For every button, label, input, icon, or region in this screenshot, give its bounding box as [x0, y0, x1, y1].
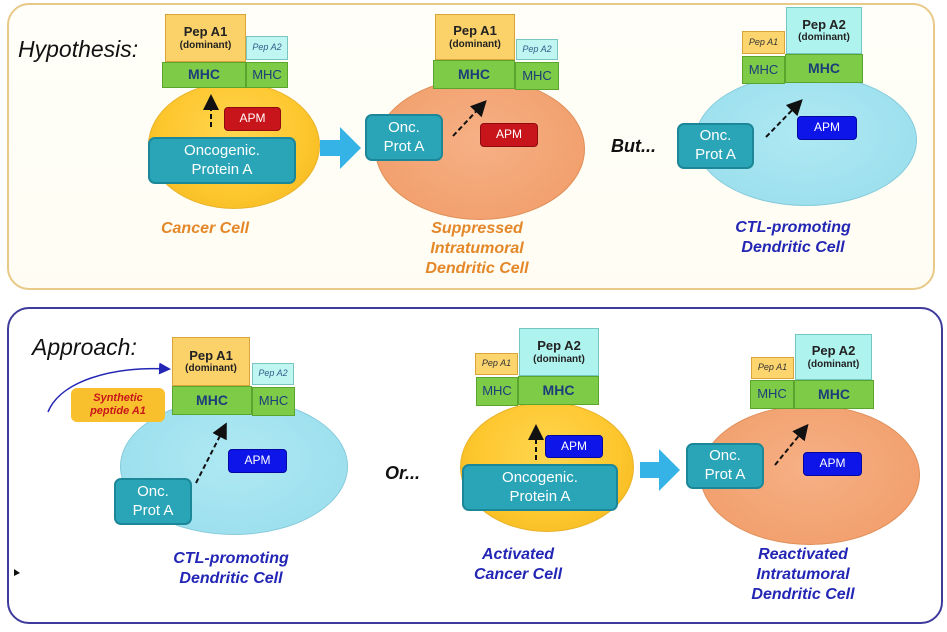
pep-a1-dominant: Pep A1 (dominant) [435, 14, 515, 60]
pep-a1-minor: Pep A1 [742, 31, 785, 54]
oncogenic-protein-box: Oncogenic. Protein A [462, 464, 618, 511]
mhc-main: MHC [794, 380, 874, 409]
pep-a2-dominant: Pep A2 (dominant) [795, 334, 872, 380]
peptide-dominance: (dominant) [179, 39, 232, 51]
mhc-side: MHC [476, 377, 518, 406]
apm-badge: APM [797, 116, 857, 140]
pep-a2-minor: Pep A2 [516, 39, 558, 60]
peptide-name: Pep A2 [811, 343, 856, 359]
pep-a2-dominant: Pep A2 (dominant) [786, 7, 862, 54]
onc-prot-box: Onc. Prot A [114, 478, 192, 525]
mhc-side: MHC [252, 387, 295, 416]
pep-a1-dominant: Pep A1 (dominant) [172, 337, 250, 386]
mhc-side: MHC [750, 380, 794, 409]
peptide-dominance: (dominant) [533, 353, 585, 365]
suppressed-dc-caption: Suppressed Intratumoral Dendritic Cell [425, 220, 529, 277]
or-connector: Or... [385, 463, 421, 483]
apm-badge: APM [480, 123, 538, 147]
mhc-main: MHC [518, 376, 599, 405]
apm-badge: APM [545, 435, 603, 458]
mhc-side: MHC [742, 56, 785, 84]
mhc-main: MHC [785, 54, 863, 83]
ctl-dc-caption: CTL-promoting Dendritic Cell [735, 219, 851, 256]
approach-title: Approach: [32, 334, 137, 360]
peptide-name: Pep A2 [802, 16, 846, 32]
pep-a1-minor: Pep A1 [475, 353, 518, 375]
activated-cancer-cell-caption: Activated Cancer Cell [473, 546, 563, 583]
hypothesis-title: Hypothesis: [18, 36, 139, 62]
peptide-name: Pep A1 [189, 347, 233, 363]
peptide-name: Pep A1 [453, 23, 497, 39]
peptide-dominance: (dominant) [798, 32, 850, 44]
cancer-cell-caption: Cancer Cell [160, 220, 250, 237]
synthetic-peptide-label: Synthetic peptide A1 [71, 388, 165, 422]
mhc-main: MHC [172, 386, 252, 415]
pep-a2-minor: Pep A2 [246, 36, 288, 60]
pep-a2-minor: Pep A2 [252, 363, 294, 385]
mhc-main: MHC [433, 60, 515, 89]
onc-prot-box: Onc. Prot A [365, 114, 443, 161]
mhc-main: MHC [162, 62, 246, 88]
ctl-dc-caption: CTL-promoting Dendritic Cell [173, 550, 289, 587]
mhc-side: MHC [246, 62, 288, 88]
peptide-dominance: (dominant) [807, 358, 860, 370]
but-connector: But... [611, 136, 656, 156]
apm-badge: APM [224, 107, 281, 131]
peptide-name: Pep A2 [537, 338, 581, 354]
oncogenic-protein-box: Oncogenic. Protein A [148, 137, 296, 184]
apm-badge: APM [803, 452, 862, 476]
pep-a2-dominant: Pep A2 (dominant) [519, 328, 599, 376]
pep-a1-dominant: Pep A1 (dominant) [165, 14, 246, 62]
apm-badge: APM [228, 449, 287, 473]
pep-a1-minor: Pep A1 [751, 357, 794, 379]
onc-prot-box: Onc. Prot A [686, 443, 764, 489]
peptide-dominance: (dominant) [449, 38, 501, 50]
onc-prot-box: Onc. Prot A [677, 123, 754, 169]
mhc-side: MHC [515, 62, 559, 90]
peptide-dominance: (dominant) [185, 363, 237, 375]
reactivated-dc-caption: Reactivated Intratumoral Dendritic Cell [751, 546, 855, 603]
peptide-name: Pep A1 [183, 24, 228, 40]
